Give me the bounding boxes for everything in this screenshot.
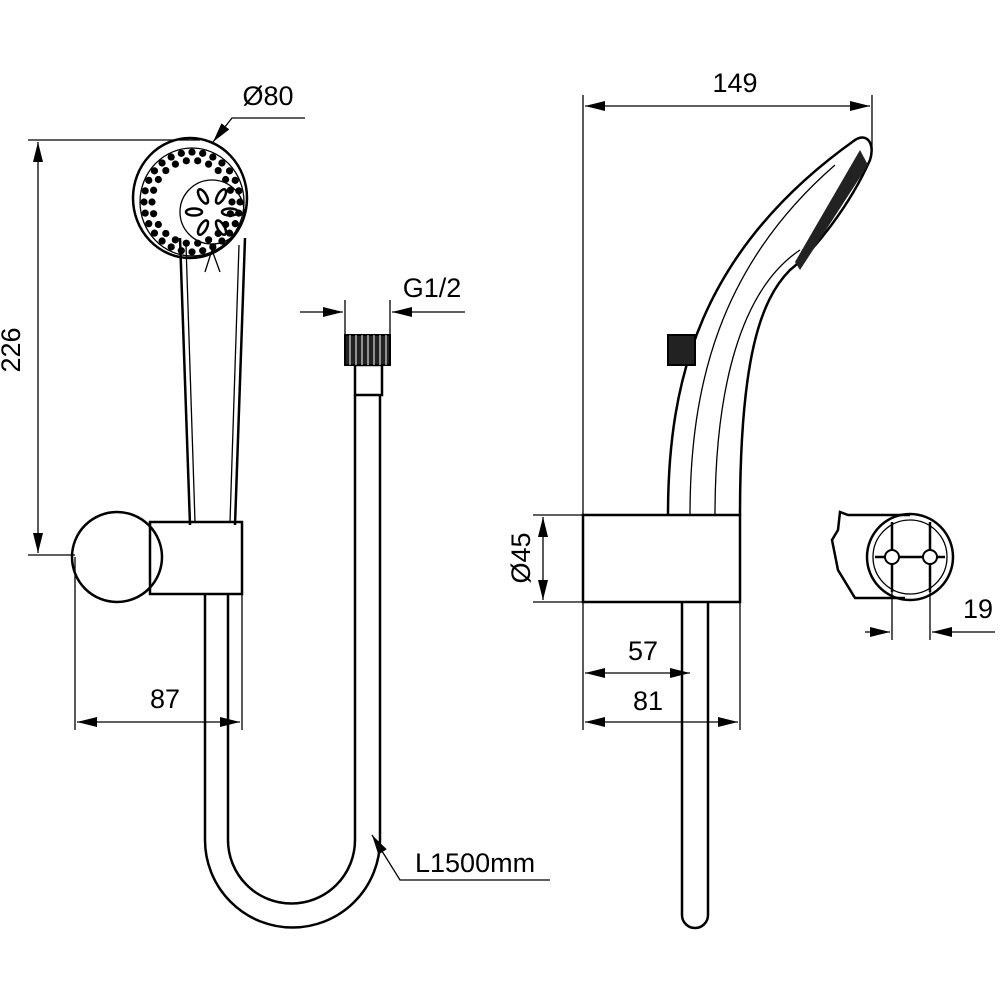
- nozzle-dot: [235, 187, 243, 195]
- nozzle-dot: [199, 149, 207, 157]
- center-nozzle: [220, 207, 240, 217]
- nozzle-dot: [150, 210, 158, 218]
- dim-87: [74, 557, 243, 730]
- nozzle-dot: [140, 198, 148, 206]
- nozzle-dot: [150, 229, 159, 237]
- nozzle-dot: [177, 149, 185, 157]
- dim-45: [533, 514, 583, 603]
- nozzle-dot: [188, 148, 196, 156]
- nozzle-dot: [209, 243, 217, 251]
- nozzle-dot: [231, 220, 239, 228]
- label-hose-length: L1500mm: [415, 848, 535, 878]
- label-57: 57: [628, 636, 658, 666]
- nozzle-dot: [182, 239, 190, 247]
- nozzle-dot: [158, 159, 166, 167]
- label-19: 19: [963, 594, 993, 624]
- center-nozzle: [214, 219, 228, 236]
- center-nozzle: [184, 207, 204, 217]
- label-149: 149: [712, 68, 757, 98]
- label-80: Ø80: [242, 81, 293, 111]
- center-nozzle: [214, 188, 228, 205]
- nozzle-dot: [171, 160, 179, 168]
- label-45: Ø45: [506, 532, 536, 583]
- dim-80: [212, 117, 305, 143]
- nozzle-dot: [205, 236, 213, 244]
- center-nozzle: [196, 219, 210, 236]
- nozzle-dot: [182, 157, 190, 165]
- nozzle-dot: [226, 186, 234, 194]
- nozzle-dot: [236, 198, 244, 206]
- nozzle-dot: [154, 175, 162, 184]
- shower-head-front: [131, 136, 249, 526]
- holder-front: [70, 510, 244, 604]
- leader-hose-length: [371, 834, 550, 881]
- nozzle-dot: [167, 243, 175, 251]
- nozzle-dot: [194, 239, 202, 247]
- nozzle-dot: [225, 167, 234, 175]
- nozzle-dot: [225, 229, 234, 237]
- nozzle-dot: [150, 167, 159, 175]
- nozzle-dot: [141, 209, 149, 217]
- hose: [203, 334, 391, 929]
- shower-side: [581, 136, 873, 930]
- nozzle-dot: [145, 176, 153, 184]
- nozzle-dot: [145, 220, 153, 228]
- nozzle-dot: [194, 157, 202, 165]
- dim-19: [865, 592, 995, 640]
- nozzle-dot: [218, 237, 226, 245]
- nozzle-dot: [214, 166, 222, 175]
- label-81: 81: [633, 686, 663, 716]
- nozzle-dot: [218, 159, 226, 167]
- nozzle-dot: [158, 237, 166, 245]
- label-226: 226: [0, 327, 26, 372]
- nozzle-dot: [222, 175, 230, 184]
- label-87: 87: [150, 684, 180, 714]
- nozzle-dot: [199, 247, 207, 255]
- holder-end-view: [830, 510, 955, 602]
- center-nozzle: [196, 188, 210, 205]
- nozzle-dot: [188, 248, 196, 256]
- nozzle-dot: [141, 187, 149, 195]
- dim-g12: [300, 300, 465, 335]
- label-g12: G1/2: [403, 273, 462, 303]
- nozzle-dot: [209, 153, 217, 161]
- nozzle-dot: [231, 176, 239, 184]
- dim-149: [582, 95, 873, 515]
- nozzle-dot: [228, 198, 236, 206]
- nozzle-dot: [154, 220, 162, 229]
- nozzle-dot: [162, 166, 170, 175]
- dim-57: [582, 602, 741, 730]
- nozzle-dot: [167, 153, 175, 161]
- nozzle-dot: [148, 198, 156, 206]
- nozzle-dot: [162, 229, 170, 238]
- nozzle-dot: [205, 160, 213, 168]
- dim-226: [28, 139, 200, 556]
- nozzle-dot: [150, 186, 158, 194]
- nozzle-dot: [171, 236, 179, 244]
